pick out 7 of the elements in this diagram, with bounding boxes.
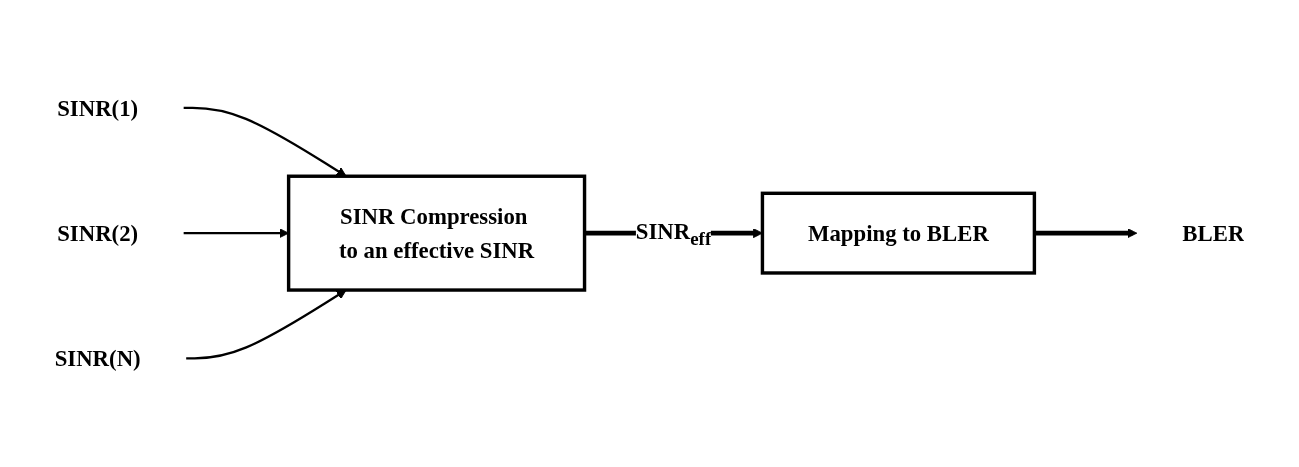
edge-label: SINR$_{eff}$ [635,218,712,250]
node-text: SINR(1) [57,95,139,121]
node-text: SINR(2) [57,220,139,247]
node-box: Mapping to BLER [760,191,1037,276]
node-text: SINR(N) [54,346,141,372]
node-box: SINR Compression to an effective SINR [286,174,587,293]
node-text: BLER [1182,220,1245,247]
